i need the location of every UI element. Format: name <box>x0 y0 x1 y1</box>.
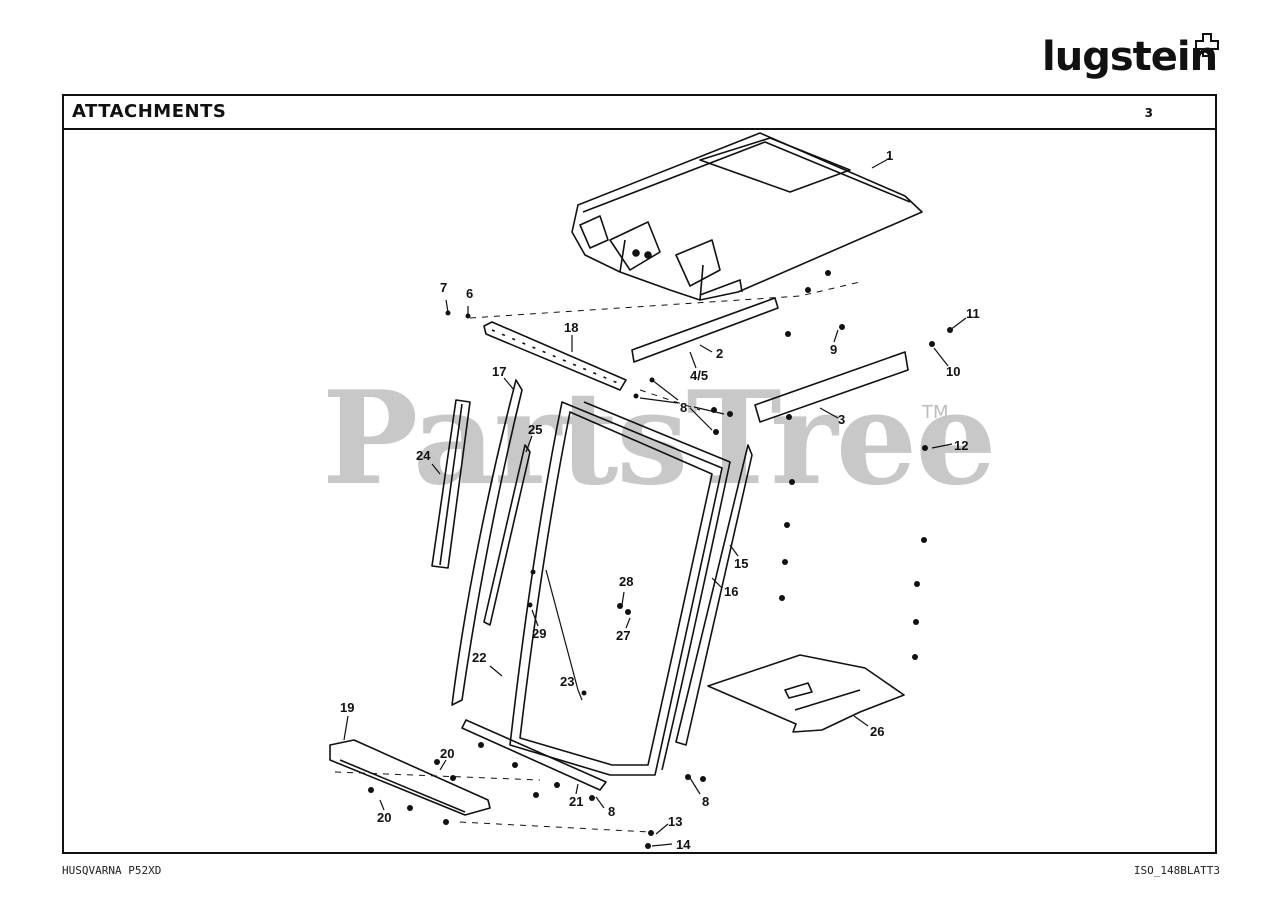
callout-14: 14 <box>676 837 691 852</box>
callout-10: 10 <box>946 364 960 379</box>
callout-25: 25 <box>528 422 542 437</box>
rear-strip <box>754 351 909 423</box>
callout-8-top: 8 <box>680 400 687 415</box>
callout-7: 7 <box>440 280 447 295</box>
callout-17: 17 <box>492 364 506 379</box>
callout-29: 29 <box>532 626 546 641</box>
callout-19: 19 <box>340 700 354 715</box>
page-number: 3 <box>1144 106 1153 120</box>
callout-9: 9 <box>830 342 837 357</box>
wiper-arm <box>431 399 471 569</box>
floor-mat <box>707 654 905 733</box>
callout-20-top: 20 <box>440 746 454 761</box>
plus-icon <box>1195 33 1219 57</box>
callout-8-right: 8 <box>702 794 709 809</box>
callout-23: 23 <box>560 674 574 689</box>
callout-20-bottom: 20 <box>377 810 391 825</box>
upper-rail <box>483 321 627 391</box>
callout-3: 3 <box>838 412 845 427</box>
front-strip <box>631 297 779 363</box>
watermark-trademark: TM <box>922 402 949 423</box>
callout-12: 12 <box>954 438 968 453</box>
callout-24: 24 <box>416 448 431 463</box>
callout-2: 2 <box>716 346 723 361</box>
callout-8-bottom-rail: 8 <box>608 804 615 819</box>
brand-name: lugstein <box>1042 34 1218 80</box>
callout-1: 1 <box>886 148 893 163</box>
glass-pane <box>583 401 731 771</box>
callout-15: 15 <box>734 556 748 571</box>
footer-reference: ISO_148BLATT3 <box>1133 864 1220 877</box>
callout-22: 22 <box>472 650 486 665</box>
callout-6: 6 <box>466 286 473 301</box>
callout-26: 26 <box>870 724 884 739</box>
callout-11: 11 <box>966 306 980 321</box>
callout-21: 21 <box>569 794 583 809</box>
callout-27: 27 <box>616 628 630 643</box>
callout-16: 16 <box>724 584 738 599</box>
callout-28: 28 <box>619 574 633 589</box>
callout-4-5: 4/5 <box>690 368 708 383</box>
bottom-frame <box>329 739 491 816</box>
section-title: ATTACHMENTS <box>72 101 227 122</box>
wiper-blade <box>483 444 531 626</box>
right-side-profile <box>675 444 753 746</box>
callout-18: 18 <box>564 320 578 335</box>
door-glass-frame <box>509 401 723 776</box>
diagram-frame: ATTACHMENTS 3 <box>62 94 1217 854</box>
footer-model: HUSQVARNA P52XD <box>62 864 162 877</box>
bottom-rail <box>461 719 607 791</box>
callout-13: 13 <box>668 814 682 829</box>
roof-panel <box>571 132 923 301</box>
left-side-profile <box>451 379 523 706</box>
brand-logo: lugstein <box>1036 30 1226 90</box>
section-header: ATTACHMENTS 3 <box>64 96 1215 130</box>
